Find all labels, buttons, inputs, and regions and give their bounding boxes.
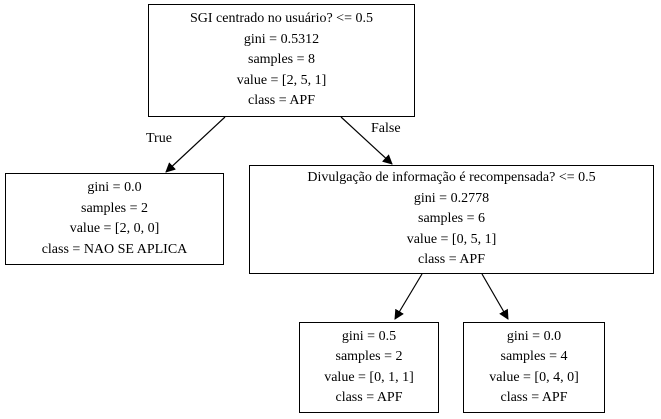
root-value: value = [2, 5, 1]	[236, 72, 327, 88]
edge-right-node-to-right-leaf	[481, 273, 509, 320]
right-right-leaf-node: gini = 0.0 samples = 4 value = [0, 4, 0]…	[463, 322, 605, 413]
root-class: class = APF	[247, 93, 316, 109]
root-samples: samples = 8	[248, 52, 315, 68]
right-node-value: value = [0, 5, 1]	[406, 231, 497, 247]
root-gini: gini = 0.5312	[243, 31, 320, 47]
edge-root-to-left-leaf	[165, 116, 226, 173]
edge-right-node-to-left-leaf	[394, 273, 423, 320]
root-question: SGI centrado no usuário? <= 0.5	[190, 11, 373, 27]
edge-label-false: False	[371, 121, 401, 136]
left-leaf-gini: gini = 0.0	[87, 180, 142, 195]
edge-root-to-right-node	[340, 116, 393, 165]
right-right-leaf-gini: gini = 0.0	[506, 328, 562, 344]
left-leaf-value: value = [2, 0, 0]	[69, 221, 160, 236]
right-right-leaf-class: class = APF	[500, 390, 568, 405]
right-right-leaf-value: value = [0, 4, 0]	[489, 369, 579, 385]
root-node: SGI centrado no usuário? <= 0.5 gini = 0…	[148, 4, 415, 117]
left-leaf-node: gini = 0.0 samples = 2 value = [2, 0, 0]…	[5, 173, 224, 265]
right-left-leaf-gini: gini = 0.5	[341, 328, 397, 344]
right-node: Divulgação de informação é recompensada?…	[249, 165, 654, 274]
right-node-class: class = APF	[417, 252, 486, 268]
right-right-leaf-samples: samples = 4	[500, 349, 568, 364]
left-leaf-samples: samples = 2	[81, 200, 148, 216]
edge-label-true: True	[146, 131, 172, 146]
right-node-gini: gini = 0.2778	[413, 190, 490, 206]
right-left-leaf-samples: samples = 2	[335, 349, 403, 364]
left-leaf-class: class = NAO SE APLICA	[41, 241, 188, 257]
right-node-question: Divulgação de informação é recompensada?…	[307, 170, 596, 186]
right-left-leaf-value: value = [0, 1, 1]	[324, 369, 414, 385]
right-left-leaf-node: gini = 0.5 samples = 2 value = [0, 1, 1]…	[299, 322, 439, 413]
right-node-samples: samples = 6	[418, 211, 485, 227]
right-left-leaf-class: class = APF	[335, 390, 403, 405]
